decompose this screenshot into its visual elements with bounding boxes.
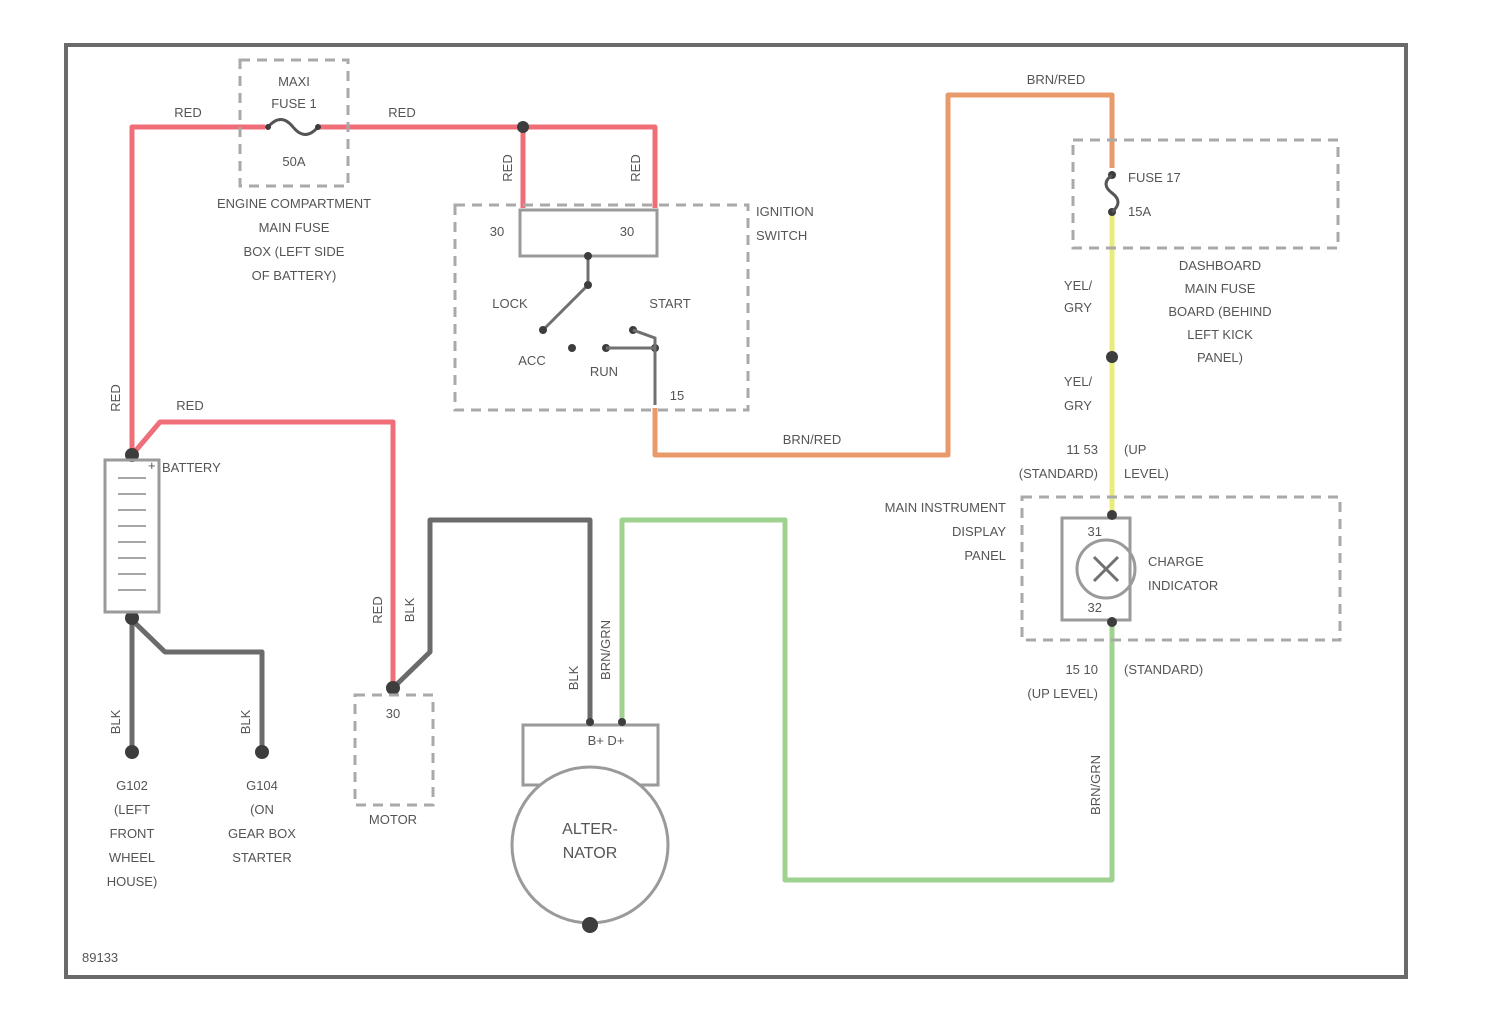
battery-cells — [118, 478, 146, 590]
ignition-pin-15: 15 — [670, 388, 684, 403]
wire-label-red-v4: RED — [370, 596, 385, 623]
wire-label-red-v3: RED — [108, 384, 123, 411]
dashboard-fuse-label-4: LEFT KICK — [1187, 327, 1253, 342]
ignition-switch-label-2: SWITCH — [756, 228, 807, 243]
wire-label-blk-1: BLK — [108, 709, 123, 734]
dashboard-fuse-rating: 15A — [1128, 204, 1151, 219]
wire-label-blk-3: BLK — [402, 597, 417, 622]
black-wire-alternator-to-motor — [393, 520, 590, 722]
wire-label-red-v2: RED — [628, 154, 643, 181]
ignition-lock-label: LOCK — [492, 296, 528, 311]
instrument-panel-label-1: MAIN INSTRUMENT — [885, 500, 1006, 515]
dashboard-fuse-label-3: BOARD (BEHIND — [1168, 304, 1271, 319]
wire-label-brn-red-2: BRN/RED — [783, 432, 842, 447]
diagram-id: 89133 — [82, 950, 118, 965]
ground-g102-label-3: FRONT — [110, 826, 155, 841]
main-fuse-name: FUSE 1 — [271, 96, 317, 111]
dashboard-fuse-label-2: MAIN FUSE — [1185, 281, 1256, 296]
dashboard-fuse-label-1: DASHBOARD — [1179, 258, 1261, 273]
connector-lower-b: (UP LEVEL) — [1027, 686, 1098, 701]
junction-node — [517, 121, 529, 133]
main-fuse-rating: 50A — [282, 154, 305, 169]
junction-node — [386, 681, 400, 695]
wire-label-red-1: RED — [174, 105, 201, 120]
alternator-label-1: ALTER- — [562, 821, 618, 838]
ground-g102-label-2: (LEFT — [114, 802, 150, 817]
ground-g102-label-4: WHEEL — [109, 850, 155, 865]
wire-label-yel-2: YEL/ — [1064, 374, 1093, 389]
indicator-pin-top: 31 — [1088, 524, 1102, 539]
main-fuse-title: MAXI — [278, 74, 310, 89]
alternator-pins: B+ D+ — [588, 733, 625, 748]
ignition-switch-arm — [543, 285, 588, 330]
motor-pin-30: 30 — [386, 706, 400, 721]
alternator-label-2: NATOR — [563, 845, 618, 862]
ground-g104-label-4: STARTER — [232, 850, 291, 865]
charge-indicator-label-2: INDICATOR — [1148, 578, 1218, 593]
motor-label: MOTOR — [369, 812, 417, 827]
dashboard-fuse-label-5: PANEL) — [1197, 350, 1243, 365]
connector-upper-a: 11 53 — [1066, 442, 1098, 457]
ignition-pin-30-b: 30 — [620, 224, 634, 239]
main-fuse-symbol — [268, 120, 318, 135]
wire-label-blk-2: BLK — [238, 709, 253, 734]
ignition-acc-label: ACC — [518, 353, 545, 368]
junction-node — [1106, 351, 1118, 363]
wire-label-gry-1: GRY — [1064, 300, 1092, 315]
ground-g104-label-2: (ON — [250, 802, 274, 817]
wire-label-brn-grn-2: BRN/GRN — [1088, 755, 1103, 815]
indicator-pin-bottom: 32 — [1088, 600, 1102, 615]
ground-g104-label-3: GEAR BOX — [228, 826, 296, 841]
dashboard-fuse-symbol — [1106, 175, 1118, 212]
wire-label-brn-grn-1: BRN/GRN — [598, 620, 613, 680]
battery-label: BATTERY — [162, 460, 221, 475]
main-fuse-box-label-1: ENGINE COMPARTMENT — [217, 196, 371, 211]
connector-lower-a: 15 10 — [1065, 662, 1098, 677]
battery-plus: + — [148, 458, 156, 473]
connector-upper-b: (STANDARD) — [1019, 466, 1098, 481]
instrument-panel-label-3: PANEL — [964, 548, 1006, 563]
ignition-run-label: RUN — [590, 364, 618, 379]
connector-lower-c: (STANDARD) — [1124, 662, 1203, 677]
wire-label-red-3: RED — [176, 398, 203, 413]
alternator-ground — [582, 917, 598, 933]
ground-g102-label-5: HOUSE) — [107, 874, 158, 889]
wire-label-gry-2: GRY — [1064, 398, 1092, 413]
ignition-switch-label-1: IGNITION — [756, 204, 814, 219]
ground-g104-label-1: G104 — [246, 778, 278, 793]
wire-label-brn-red-1: BRN/RED — [1027, 72, 1086, 87]
ignition-switch-contacts — [520, 210, 657, 256]
main-fuse-box-label-4: OF BATTERY) — [252, 268, 337, 283]
main-fuse-box-label-2: MAIN FUSE — [259, 220, 330, 235]
main-fuse-box-label-3: BOX (LEFT SIDE — [244, 244, 345, 259]
wire-label-yel-1: YEL/ — [1064, 278, 1093, 293]
dashboard-fuse-name: FUSE 17 — [1128, 170, 1181, 185]
instrument-panel-label-2: DISPLAY — [952, 524, 1006, 539]
ground-g104-point — [255, 745, 269, 759]
ignition-pin-30-a: 30 — [490, 224, 504, 239]
wire-label-red-2: RED — [388, 105, 415, 120]
charge-indicator-label-1: CHARGE — [1148, 554, 1204, 569]
wire-label-red-v1: RED — [500, 154, 515, 181]
connector-upper-c: (UP — [1124, 442, 1146, 457]
ground-g102-label-1: G102 — [116, 778, 148, 793]
orange-wire-ignition-to-fuse — [655, 95, 1112, 455]
ground-g102-point — [125, 745, 139, 759]
connector-upper-d: LEVEL) — [1124, 466, 1169, 481]
wire-label-blk-4: BLK — [566, 665, 581, 690]
ignition-start-label: START — [649, 296, 690, 311]
